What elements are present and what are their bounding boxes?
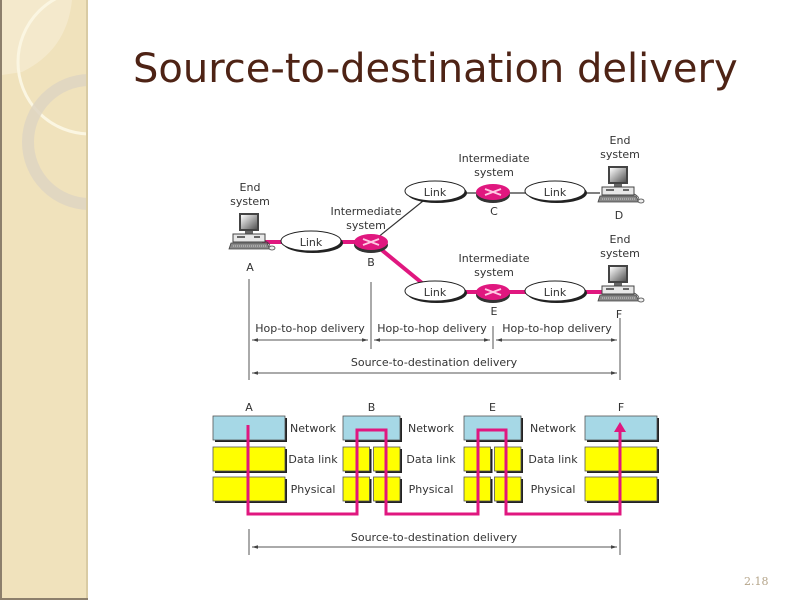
stack-e-data-link-layer-right (494, 446, 522, 472)
layer-label: Network (408, 422, 455, 435)
stack-e-network-layer (463, 415, 522, 441)
bottom-delivery-bracket (248, 529, 621, 555)
top-network-diagram: Link Link Link Link Link End system A In… (228, 134, 645, 380)
node-caption: End (610, 134, 631, 147)
node-label: E (491, 305, 498, 318)
link-label: Link (300, 236, 323, 249)
layer-label: Network (290, 422, 337, 435)
node-caption: Intermediate (331, 205, 402, 218)
delivery-brackets (248, 279, 621, 380)
computer-icon (597, 165, 645, 204)
stack-label: F (618, 401, 624, 414)
bottom-source-destination-label: Source-to-destination delivery (351, 531, 518, 544)
node-caption: Intermediate (459, 252, 530, 265)
link-label: Link (544, 186, 567, 199)
link-oval-b-e: Link (404, 280, 468, 304)
sidebar-decoration (0, 0, 88, 600)
link-label: Link (424, 186, 447, 199)
hop-label: Hop-to-hop delivery (255, 322, 365, 335)
source-destination-label: Source-to-destination delivery (351, 356, 518, 369)
link-oval-c-d: Link (524, 180, 588, 204)
link-label: Link (424, 286, 447, 299)
slide-number: 2.18 (744, 575, 769, 588)
node-d-end-system: End system D (597, 134, 645, 222)
link-oval-a-b: Link (280, 230, 344, 254)
bottom-layer-diagram: Source-to-destination delivery A B E F Netwo… (212, 401, 659, 555)
link-oval-e-f: Link (524, 280, 588, 304)
node-c-intermediate-system: Intermediate system C (459, 152, 530, 218)
node-caption: End (240, 181, 261, 194)
node-label: C (490, 205, 498, 218)
data-path-line (246, 425, 622, 516)
decorative-circles (2, 0, 88, 210)
link-label: Link (544, 286, 567, 299)
hop-label: Hop-to-hop delivery (377, 322, 487, 335)
layer-label: Network (530, 422, 577, 435)
slide-title: Source-to-destination delivery (133, 46, 738, 92)
router-icon (475, 283, 511, 304)
computer-icon (228, 212, 276, 251)
router-icon (475, 183, 511, 204)
arrow-head-icon (614, 422, 626, 432)
layer-label: Data link (406, 453, 456, 466)
node-caption: End (610, 233, 631, 246)
stack-label: A (245, 401, 253, 414)
node-label: B (367, 256, 375, 269)
layer-label: Data link (288, 453, 338, 466)
layer-label: Physical (291, 483, 336, 496)
computer-icon (597, 264, 645, 303)
stack-label: E (489, 401, 496, 414)
node-a-end-system: End system A (228, 181, 276, 274)
node-caption: system (600, 247, 640, 260)
node-label: F (616, 308, 622, 321)
node-caption: system (346, 219, 386, 232)
node-b-intermediate-system: Intermediate system B (331, 205, 402, 269)
stack-b-network-layer (342, 415, 401, 441)
node-caption: system (474, 266, 514, 279)
node-caption: system (474, 166, 514, 179)
layer-label: Physical (409, 483, 454, 496)
layer-label: Physical (531, 483, 576, 496)
node-caption: system (230, 195, 270, 208)
node-caption: Intermediate (459, 152, 530, 165)
stack-label: B (368, 401, 376, 414)
layer-label: Data link (528, 453, 578, 466)
link-oval-b-c: Link (404, 180, 468, 204)
node-label: A (246, 261, 254, 274)
router-icon (353, 233, 389, 254)
hop-label: Hop-to-hop delivery (502, 322, 612, 335)
node-label: D (615, 209, 623, 222)
node-f-end-system: End system F (597, 233, 645, 321)
node-e-intermediate-system: Intermediate system E (459, 252, 530, 318)
stack-e-physical-layer-right (494, 476, 522, 502)
node-caption: system (600, 148, 640, 161)
